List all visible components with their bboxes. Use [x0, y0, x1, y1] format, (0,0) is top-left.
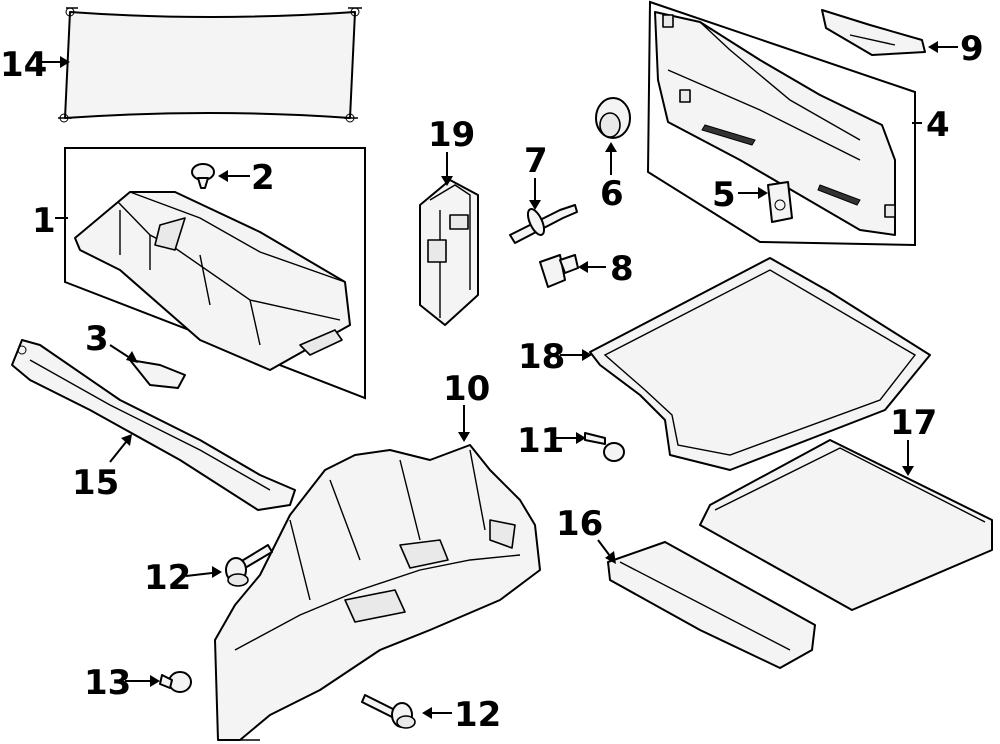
callout-12-lower: 12	[454, 695, 501, 735]
callout-12-upper: 12	[144, 558, 191, 598]
floor-mat-18-part	[589, 257, 931, 471]
callout-16: 16	[556, 504, 603, 544]
callout-7: 7	[524, 141, 548, 181]
fastener-7-part	[509, 204, 578, 244]
bracket-3-part	[129, 359, 186, 389]
grommet-6-part	[595, 97, 631, 139]
callout-10: 10	[443, 369, 490, 409]
callout-5: 5	[712, 175, 736, 215]
clip-5-part	[767, 181, 793, 223]
bracket-19-part	[419, 179, 479, 326]
callout-13: 13	[84, 663, 131, 703]
callout-17: 17	[890, 403, 937, 443]
rail-14-part	[11, 339, 296, 511]
callout-3: 3	[85, 319, 109, 359]
callout-2: 2	[251, 158, 275, 198]
callout-14: 15	[72, 463, 119, 503]
cargo-net-part	[58, 7, 362, 123]
floor-panel-17-part	[699, 439, 993, 611]
trim-panel-4-part	[654, 11, 896, 236]
callout-8: 8	[610, 249, 634, 289]
bolt-11-part	[584, 432, 625, 462]
trim-panel-frame	[646, 0, 916, 247]
callout-15: 14	[0, 45, 47, 85]
bracket-9-part	[821, 9, 926, 56]
nut-8-part	[539, 254, 579, 288]
panel-16-part	[607, 541, 816, 669]
callout-19: 19	[428, 115, 475, 155]
callout-9: 9	[960, 29, 984, 69]
bolt-12-upper-part	[225, 544, 273, 587]
bolt-12-lower-part	[361, 694, 416, 729]
callout-1: 1	[32, 201, 56, 241]
clip-2-part	[191, 163, 215, 189]
callout-18: 18	[518, 337, 565, 377]
package-tray-part	[74, 191, 351, 371]
package-tray-frame	[64, 147, 366, 400]
callout-arrows	[40, 41, 958, 719]
callout-6: 6	[600, 174, 624, 214]
floor-tub-10-part	[214, 444, 541, 741]
clip-13-part	[159, 671, 192, 693]
callout-11: 11	[517, 421, 564, 461]
callout-4: 4	[926, 105, 950, 145]
